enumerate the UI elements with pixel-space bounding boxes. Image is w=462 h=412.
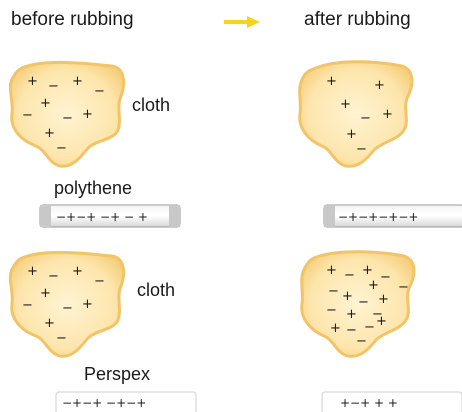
charge: + (376, 314, 387, 329)
charge: + (342, 289, 353, 304)
rod-charges: −+−+−+−+ (338, 210, 418, 224)
charge: − (372, 307, 383, 322)
charge: − (356, 142, 367, 157)
charge: + (346, 307, 357, 322)
charge: + (330, 321, 341, 336)
charge: − (344, 268, 355, 283)
charge: − (56, 141, 67, 156)
after-rubbing-heading: after rubbing (304, 9, 411, 30)
rod-charges: −+−+ −+−+ (62, 396, 146, 410)
charge: − (356, 334, 367, 349)
polythene-rod-after: −+−+−+−+ (323, 204, 462, 228)
charge: − (380, 270, 391, 285)
perspex-label: Perspex (84, 364, 151, 384)
cloth-after-bottom-charges: + − + − + − + − + − + − − + − − + − (326, 263, 409, 349)
charge: − (22, 298, 33, 313)
before-rubbing-heading: before rubbing (11, 9, 134, 30)
charge: + (378, 292, 389, 307)
cloth-before-bottom (8, 250, 126, 358)
charge: + (72, 264, 83, 279)
charge: + (368, 278, 379, 293)
charge: + (382, 107, 393, 122)
cloth-after-top (298, 60, 414, 168)
charge: − (360, 111, 371, 126)
charge: + (27, 264, 38, 279)
charge: + (40, 286, 51, 301)
arrow-icon (224, 16, 260, 28)
charge: − (364, 320, 375, 335)
charge: − (48, 79, 59, 94)
rod-charges: −+−+ −+ − + (56, 210, 148, 224)
charge: + (346, 127, 357, 142)
charge: − (398, 280, 409, 295)
charge: + (27, 74, 38, 89)
cloth-label-top: cloth (132, 95, 171, 115)
charge: + (72, 74, 83, 89)
cloth-before-bottom-charges: + − + − + − − + + − (22, 264, 105, 346)
charge: + (44, 126, 55, 141)
polythene-label: polythene (54, 178, 133, 198)
charge: − (56, 331, 67, 346)
charge: − (358, 295, 369, 310)
cloth-label-bottom: cloth (137, 280, 176, 300)
charge: − (22, 108, 33, 123)
charge: + (40, 96, 51, 111)
charge: − (94, 84, 105, 99)
perspex-rod-after: +−+ + + (321, 391, 462, 412)
charge: − (62, 301, 73, 316)
cloth-after-bottom (300, 250, 416, 358)
cloth-before-top (8, 60, 126, 168)
rod-charges: +−+ + + (340, 396, 398, 410)
perspex-rod-before: −+−+ −+−+ (55, 391, 197, 412)
charge: − (94, 274, 105, 289)
polythene-rod-before: −+−+ −+ − + (39, 204, 181, 228)
charge: + (374, 78, 385, 93)
charge: + (340, 97, 351, 112)
charge: + (362, 263, 373, 278)
charge: − (62, 111, 73, 126)
charge: − (48, 269, 59, 284)
cloth-after-top-charges: + + + − + + − (326, 74, 393, 157)
charge: − (346, 323, 357, 338)
charge: − (328, 284, 339, 299)
charge: + (326, 74, 337, 89)
charge: + (44, 316, 55, 331)
charge: + (82, 297, 93, 312)
charge: + (326, 263, 337, 278)
cloth-before-top-charges: + − + − + − − + + − (22, 74, 105, 156)
charge: + (82, 107, 93, 122)
charge: − (326, 303, 337, 318)
